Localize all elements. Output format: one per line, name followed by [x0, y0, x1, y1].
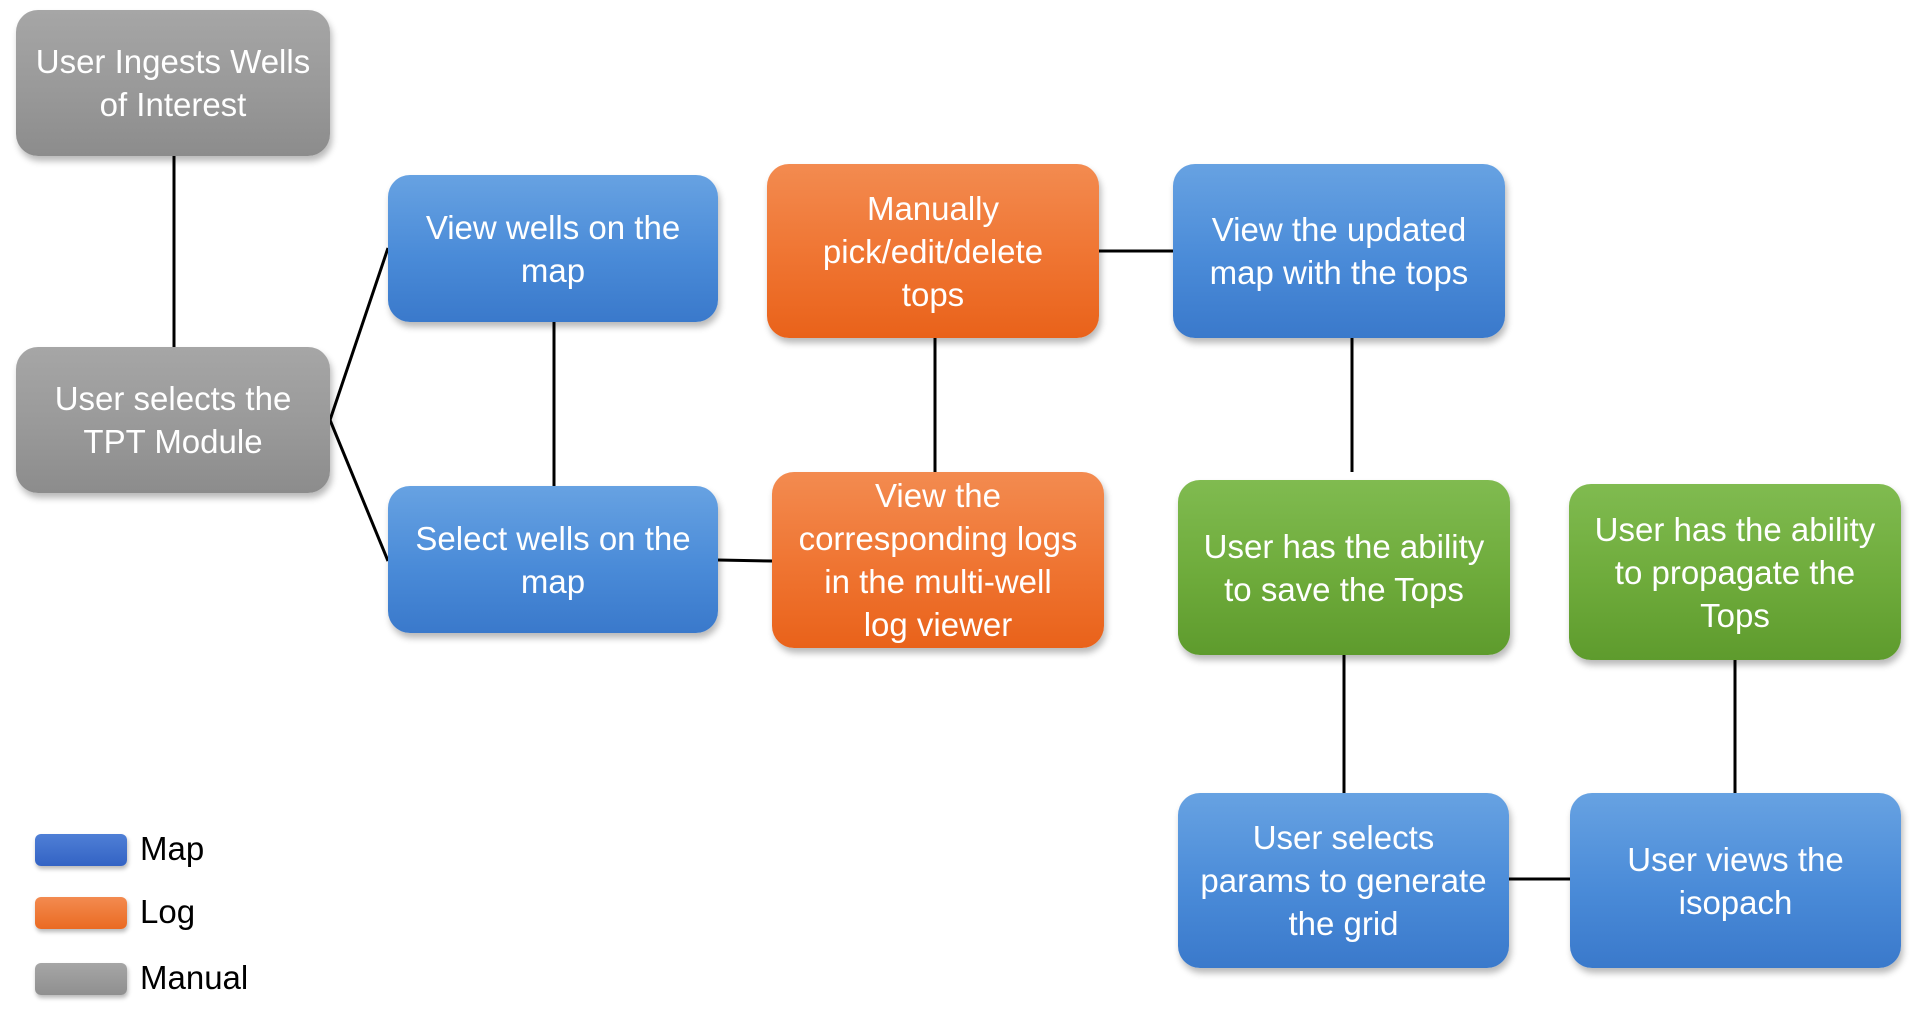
legend-label-manual: Manual — [140, 959, 249, 996]
node-view-isopach[interactable]: User views the isopach — [1570, 793, 1901, 968]
node-save-tops[interactable]: User has the ability to save the Tops — [1178, 480, 1510, 655]
node-view-updated-map[interactable]: View the updated map with the tops — [1173, 164, 1505, 338]
legend-swatch-log — [35, 897, 127, 929]
connector-module-to-select-wells — [328, 419, 390, 562]
legend-swatch-map — [35, 834, 127, 866]
node-ingest-wells[interactable]: User Ingests Wells of Interest — [16, 10, 330, 156]
node-select-tpt-module[interactable]: User selects the TPT Module — [16, 347, 330, 493]
node-select-grid-params[interactable]: User selects params to generate the grid — [1178, 793, 1509, 968]
connector-select-wells-to-view-logs — [717, 558, 773, 563]
legend-swatch-manual — [35, 963, 127, 995]
legend-label-map: Map — [140, 830, 205, 867]
node-select-wells-on-map[interactable]: Select wells on the map — [388, 486, 718, 633]
node-view-wells-on-map[interactable]: View wells on the map — [388, 175, 718, 322]
node-manually-pick-tops[interactable]: Manually pick/edit/delete tops — [767, 164, 1099, 338]
node-view-corresponding-logs[interactable]: View the corresponding logs in the multi… — [772, 472, 1104, 648]
node-propagate-tops[interactable]: User has the ability to propagate the To… — [1569, 484, 1901, 660]
connector-module-to-view-wells — [328, 247, 390, 421]
legend-label-log: Log — [140, 893, 196, 930]
